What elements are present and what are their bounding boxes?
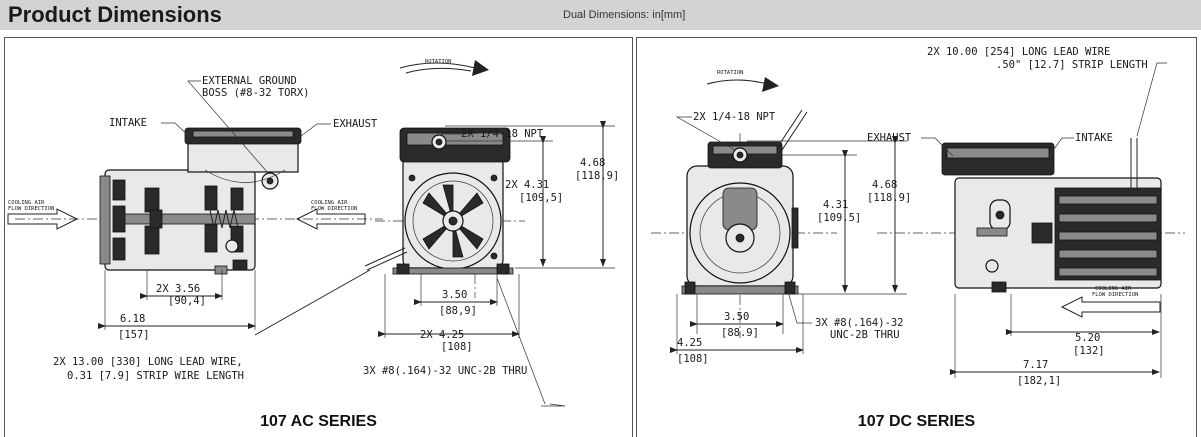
ac-series-panel: EXTERNAL GROUND BOSS (#8-32 TORX) INTAKE…: [4, 37, 633, 437]
dc-front-view: [651, 109, 837, 338]
dc-series-panel: 2X 10.00 [254] LONG LEAD WIRE .50" [12.7…: [636, 37, 1197, 437]
ac-rotation-label: ROTATION: [425, 59, 452, 65]
header-bar: Product Dimensions Dual Dimensions: in[m…: [0, 0, 1201, 30]
dc-cooling-label-2: FLOW DIRECTION: [1092, 292, 1138, 298]
ac-dim-618-mm: [157]: [118, 329, 150, 341]
ac-ground-label-2: BOSS (#8-32 TORX): [202, 87, 309, 99]
ac-cooling-right-2: FLOW DIRECTION: [311, 206, 357, 212]
dc-npt-label: 2X 1/4-18 NPT: [693, 111, 776, 123]
dc-lead-wire-1: 2X 10.00 [254] LONG LEAD WIRE: [927, 46, 1110, 58]
ac-front-view: [254, 127, 525, 336]
dc-rotation-arrow: [706, 77, 779, 92]
ac-leaders: [161, 80, 566, 407]
dc-dim-717-mm: [182,1]: [1017, 375, 1061, 387]
ac-height-center-mm: [109,5]: [519, 192, 563, 204]
ac-npt-label: 2X 1/4-18 NPT: [461, 128, 544, 140]
dc-cooling-label-1: COOLING AIR: [1095, 286, 1132, 292]
ac-dim-350: 3.50: [442, 289, 467, 301]
ac-lead-wire-1: 2X 13.00 [330] LONG LEAD WIRE,: [53, 356, 243, 368]
ac-dimension-lines: [98, 121, 615, 338]
ac-cooling-right-1: COOLING AIR: [311, 200, 348, 206]
dc-exhaust-label: EXHAUST: [867, 132, 912, 144]
dc-dim-350-mm: [88.9]: [721, 327, 759, 339]
ac-side-view: [15, 127, 383, 275]
dc-height-total: 4.68: [872, 179, 897, 191]
ac-cooling-arrows: [7, 208, 366, 230]
ac-dim-356: 2X 3.56: [156, 283, 200, 295]
dc-height-center-mm: [109.5]: [817, 212, 861, 224]
ac-series-drawing: EXTERNAL GROUND BOSS (#8-32 TORX) INTAKE…: [7, 59, 619, 407]
dc-dimension-lines: [670, 136, 1162, 378]
ac-lead-wire-2: 0.31 [7.9] STRIP WIRE LENGTH: [67, 370, 244, 382]
dc-dim-350: 3.50: [724, 311, 749, 323]
page-title: Product Dimensions: [8, 2, 222, 27]
dc-thru-label-2: UNC-2B THRU: [830, 329, 900, 341]
ac-rotation-arrow: [399, 60, 489, 76]
dc-series-drawing: 2X 10.00 [254] LONG LEAD WIRE .50" [12.7…: [651, 46, 1185, 387]
dc-dim-520: 5.20: [1075, 332, 1100, 344]
dc-dim-425-mm: [108]: [677, 353, 709, 365]
dc-leaders: [675, 62, 1167, 324]
ac-intake-label: INTAKE: [109, 117, 147, 129]
ac-height-total: 4.68: [580, 157, 605, 169]
dc-labels: 2X 10.00 [254] LONG LEAD WIRE .50" [12.7…: [677, 46, 1148, 387]
ac-ground-label-1: EXTERNAL GROUND: [202, 75, 297, 87]
dc-height-total-mm: [118.9]: [867, 192, 911, 204]
ac-series-caption: 107 AC SERIES: [260, 413, 377, 430]
dc-lead-wire-2: .50" [12.7] STRIP LENGTH: [996, 59, 1148, 71]
dc-dim-425: 4.25: [677, 337, 702, 349]
dc-thru-label-1: 3X #8(.164)-32: [815, 317, 904, 329]
dc-rotation-label: ROTATION: [717, 70, 744, 76]
ac-dim-425: 2X 4.25: [420, 329, 464, 341]
dc-side-view: [877, 138, 1185, 293]
dc-series-caption: 107 DC SERIES: [857, 413, 976, 430]
ac-dim-618: 6.18: [120, 313, 145, 325]
dc-cooling-arrow: [1060, 296, 1161, 318]
ac-cooling-left-1: COOLING AIR: [8, 200, 45, 206]
ac-dim-425-mm: [108]: [441, 341, 473, 353]
ac-dim-356-mm: [90,4]: [168, 295, 206, 307]
ac-height-center: 2X 4.31: [505, 179, 549, 191]
ac-labels: EXTERNAL GROUND BOSS (#8-32 TORX) INTAKE…: [8, 59, 619, 382]
ac-thru-label: 3X #8(.164)-32 UNC-2B THRU: [363, 365, 527, 377]
dc-intake-label: INTAKE: [1075, 132, 1113, 144]
dc-dim-717: 7.17: [1023, 359, 1048, 371]
ac-dim-350-mm: [88,9]: [439, 305, 477, 317]
dc-dim-520-mm: [132]: [1073, 345, 1105, 357]
ac-cooling-left-2: FLOW DIRECTION: [8, 206, 54, 212]
dc-height-center: 4.31: [823, 199, 848, 211]
ac-exhaust-label: EXHAUST: [333, 118, 378, 130]
ac-height-total-mm: [118,9]: [575, 170, 619, 182]
dimension-units-note: Dual Dimensions: in[mm]: [563, 9, 686, 21]
